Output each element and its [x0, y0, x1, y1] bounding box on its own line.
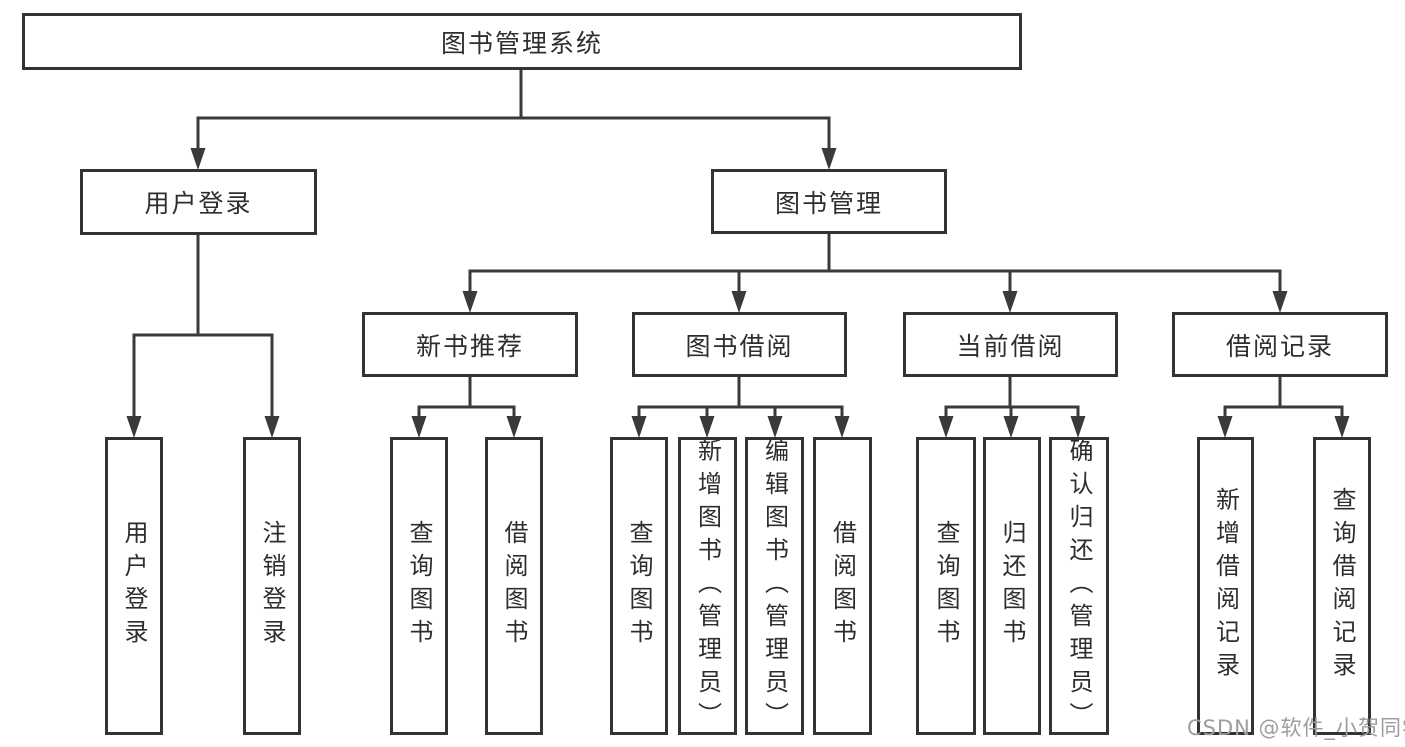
node-label: 新增借阅记录 [1211, 487, 1240, 685]
node-label: 借阅记录 [1225, 331, 1334, 361]
node-library-management-system: 图书管理系统 [22, 13, 1022, 70]
node-label: 图书管理 [774, 188, 883, 218]
leaf-edit-books-admin: 编辑图书（管理员） [745, 437, 804, 735]
leaf-query-borrow-record: 查询借阅记录 [1313, 437, 1371, 735]
node-label: 归还图书 [998, 520, 1026, 652]
node-label: 当前借阅 [956, 331, 1065, 361]
node-user-login: 用户登录 [80, 169, 317, 235]
leaf-logout: 注销登录 [243, 437, 301, 735]
node-label: 注销登录 [258, 520, 286, 652]
node-label: 新增图书（管理员） [693, 437, 722, 735]
node-label: 编辑图书（管理员） [760, 437, 789, 735]
leaf-user-login: 用户登录 [105, 437, 163, 735]
csdn-watermark: CSDN @软件_小贺同学 [1187, 716, 1405, 740]
node-book-borrowing: 图书借阅 [632, 312, 847, 377]
node-current-borrowing: 当前借阅 [903, 312, 1118, 377]
node-label: 查询图书 [405, 520, 433, 652]
node-label: 查询图书 [625, 520, 653, 652]
leaf-confirm-return-admin: 确认归还（管理员） [1049, 437, 1109, 735]
leaf-query-books-borrowing: 查询图书 [610, 437, 668, 735]
leaf-borrow-books-recommend: 借阅图书 [485, 437, 543, 735]
leaf-query-books-recommend: 查询图书 [390, 437, 448, 735]
leaf-query-books-current: 查询图书 [916, 437, 976, 735]
node-new-book-recommendation: 新书推荐 [362, 312, 578, 377]
leaf-add-borrow-record: 新增借阅记录 [1197, 437, 1254, 735]
node-label: 用户登录 [144, 189, 253, 218]
node-book-management: 图书管理 [711, 169, 947, 234]
leaf-return-books: 归还图书 [983, 437, 1041, 735]
node-label: 用户登录 [120, 520, 148, 652]
node-label: 图书管理系统 [440, 28, 603, 58]
node-label: 图书借阅 [685, 331, 794, 361]
node-label: 借阅图书 [828, 520, 857, 652]
node-label: 查询图书 [932, 520, 960, 652]
leaf-borrow-books: 借阅图书 [813, 437, 872, 735]
node-label: 确认归还（管理员） [1065, 437, 1093, 735]
node-label: 借阅图书 [500, 520, 528, 652]
node-label: 新书推荐 [415, 331, 524, 361]
node-label: 查询借阅记录 [1328, 487, 1356, 685]
leaf-add-books-admin: 新增图书（管理员） [678, 437, 737, 735]
node-borrowing-records: 借阅记录 [1172, 312, 1388, 377]
